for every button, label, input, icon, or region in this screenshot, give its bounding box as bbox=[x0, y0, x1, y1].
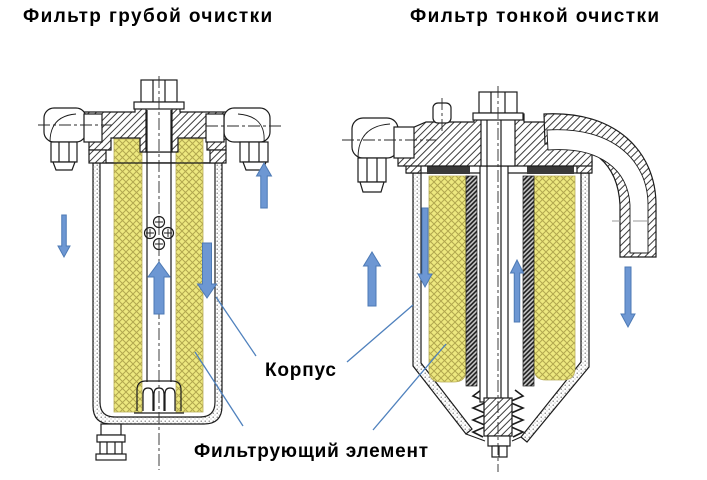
leader-line-filter_element bbox=[194, 351, 244, 427]
coarse-filter-element-left bbox=[113, 138, 143, 413]
coarse-filter-drawing bbox=[38, 76, 282, 470]
fine-central-stem bbox=[479, 119, 509, 403]
leader-lines bbox=[194, 296, 447, 431]
flow-arrow-up bbox=[147, 261, 171, 315]
label-body: Корпус bbox=[265, 360, 337, 381]
flow-arrow-down bbox=[57, 214, 71, 259]
fine-filter-drawing bbox=[342, 86, 657, 472]
coarse-outlet-fitting bbox=[205, 107, 271, 171]
flow-arrow-down bbox=[417, 207, 433, 289]
fine-flow-arrows bbox=[362, 207, 636, 329]
title-coarse-filter: Фильтр грубой очистки bbox=[23, 6, 274, 27]
coarse-flow-arrows bbox=[57, 161, 273, 315]
flow-arrow-up bbox=[509, 258, 525, 323]
coarse-filter-element-right bbox=[175, 138, 204, 413]
flow-arrow-down bbox=[196, 242, 218, 299]
fine-seat-tube-left bbox=[465, 175, 478, 387]
flow-arrow-down bbox=[620, 266, 636, 329]
fine-seat-tube-right bbox=[522, 175, 535, 387]
flow-arrow-up bbox=[362, 251, 382, 307]
fine-outlet-arm bbox=[543, 113, 657, 258]
fine-filter-element-right bbox=[533, 175, 576, 381]
fine-filter-element-left bbox=[428, 175, 467, 383]
leader-line-filter_element bbox=[372, 343, 447, 431]
label-filter-element: Фильтрующий элемент bbox=[194, 441, 429, 462]
title-fine-filter: Фильтр тонкой очистки bbox=[410, 6, 661, 27]
leader-line-body bbox=[346, 304, 414, 363]
leader-line-body bbox=[215, 296, 257, 357]
fine-inlet-fitting bbox=[351, 117, 415, 193]
flow-arrow-up bbox=[255, 161, 273, 209]
coarse-drain-plug bbox=[95, 423, 127, 461]
